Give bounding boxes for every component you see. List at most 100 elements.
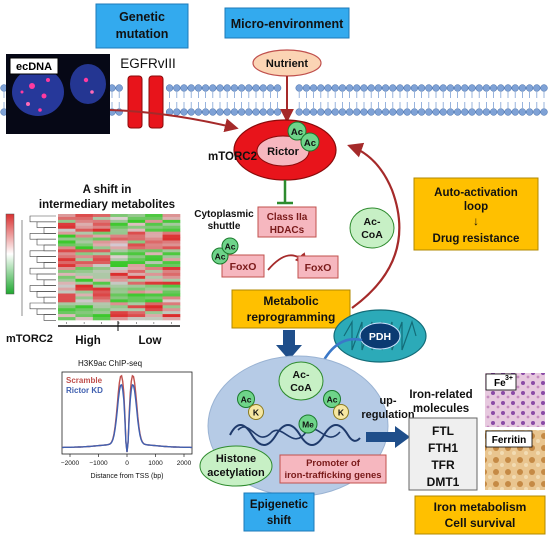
- svg-text:Nutrient: Nutrient: [266, 58, 309, 70]
- foxo-deacetylated: FoxO: [297, 255, 339, 279]
- heatmap-title-2: intermediary metabolites: [39, 199, 175, 211]
- chip-x-tick-label: −2000: [61, 460, 80, 467]
- pdh-mitochondrion: PDH: [333, 309, 427, 363]
- feedback-loop-arrow: [347, 142, 401, 309]
- upregulation-arrow: [366, 426, 410, 448]
- heatmap-grid: [58, 214, 181, 324]
- metabolic-reprogramming-box: Metabolic reprogramming: [231, 289, 351, 329]
- genetic-mutation-box: Genetic mutation: [95, 3, 189, 49]
- cell-membrane: [0, 84, 548, 116]
- svg-text:Ac: Ac: [304, 138, 316, 149]
- svg-text:Me: Me: [302, 420, 314, 430]
- chip-legend-scramble: Scramble: [66, 376, 103, 385]
- accoa-node-upper: Ac- CoA: [349, 207, 395, 249]
- svg-text:loop: loop: [464, 201, 488, 213]
- svg-text:ecDNA: ecDNA: [16, 61, 52, 73]
- class-iia-hdacs-box: Class IIa HDACs: [257, 206, 317, 238]
- svg-text:iron-trafficking genes: iron-trafficking genes: [284, 470, 381, 481]
- svg-text:Drug resistance: Drug resistance: [433, 233, 520, 245]
- svg-text:acetylation: acetylation: [207, 467, 265, 479]
- cytoplasmic-shuttle-label: Cytoplasmic: [194, 209, 254, 220]
- svg-text:CoA: CoA: [290, 382, 312, 394]
- svg-text:K: K: [338, 408, 345, 418]
- acetyl-lysine-left: Ac K: [237, 390, 264, 420]
- fe3-stain-image: Fe 3+: [485, 373, 545, 427]
- svg-text:EGFRvIII: EGFRvIII: [120, 56, 176, 71]
- svg-text:Genetic: Genetic: [119, 10, 165, 24]
- gene-dmt1: DMT1: [427, 475, 460, 489]
- svg-text:FoxO: FoxO: [230, 261, 257, 273]
- heatmap-mtorc2-label: mTORC2: [6, 333, 53, 345]
- svg-text:Fe: Fe: [494, 378, 506, 389]
- chip-xlabel: Distance from TSS (bp): [90, 473, 163, 480]
- svg-text:Ferritin: Ferritin: [492, 435, 526, 446]
- rictor-kd-curve: [62, 383, 192, 453]
- svg-text:Micro-environment: Micro-environment: [231, 17, 344, 31]
- iron-molecules-label: Iron-related: [409, 389, 472, 401]
- svg-text:Metabolic: Metabolic: [263, 294, 319, 308]
- iron-metabolism-box: Iron metabolism Cell survival: [414, 495, 546, 535]
- down-arrow: [276, 330, 302, 360]
- svg-text:Auto-activation: Auto-activation: [434, 187, 518, 199]
- gene-fth1: FTH1: [428, 441, 458, 455]
- inhibition-line: [277, 180, 293, 205]
- svg-text:Ac: Ac: [291, 127, 303, 138]
- cytoplasmic-shuttle-label-2: shuttle: [208, 221, 241, 232]
- svg-text:HDACs: HDACs: [270, 225, 305, 236]
- egfrviii-receptor: EGFRvIII: [120, 56, 176, 129]
- svg-text:Rictor: Rictor: [267, 146, 300, 158]
- heatmap-title: A shift in: [83, 184, 132, 196]
- svg-text:CoA: CoA: [361, 229, 383, 241]
- heatmap-low-label: Low: [139, 335, 162, 347]
- chip-legend-rictor-kd: Rictor KD: [66, 386, 103, 395]
- svg-text:mutation: mutation: [116, 27, 169, 41]
- iron-molecules-label-2: molecules: [413, 403, 469, 415]
- svg-text:Ac: Ac: [215, 252, 226, 262]
- chip-plot: Scramble Rictor KD −2000 −1000 0 1000 2000 D…: [61, 371, 193, 480]
- nutrient-node: Nutrient: [252, 49, 322, 77]
- svg-text:Ac: Ac: [327, 395, 338, 405]
- chip-title: H3K9ac ChIP-seq: [78, 359, 142, 368]
- svg-text:shift: shift: [267, 515, 291, 527]
- heatmap-high-label: High: [75, 335, 101, 347]
- svg-text:FoxO: FoxO: [305, 262, 332, 274]
- svg-text:Ac: Ac: [225, 242, 236, 252]
- svg-text:Ac-: Ac-: [293, 369, 310, 381]
- chip-x-tick-label: 2000: [177, 460, 192, 467]
- chromatin: [229, 424, 361, 446]
- micro-environment-box: Micro-environment: [224, 7, 350, 39]
- ecdna-image: ecDNA: [6, 54, 110, 134]
- iron-genes-box: FTL FTH1 TFR DMT1: [408, 417, 478, 491]
- svg-text:PDH: PDH: [369, 331, 391, 343]
- upregulation-label-2: regulation: [361, 409, 414, 421]
- accoa-node-lower: Ac- CoA: [278, 361, 324, 401]
- egfr-to-mtorc2-arrow: [109, 109, 239, 133]
- svg-text:Class IIa: Class IIa: [267, 212, 308, 223]
- ferritin-stain-image: Ferritin: [485, 430, 545, 490]
- gene-tfr: TFR: [431, 458, 455, 472]
- chip-x-tick-label: −1000: [89, 460, 108, 467]
- svg-text:Histone: Histone: [216, 453, 256, 465]
- chip-x-tick-label: 0: [125, 460, 129, 467]
- heatmap-colorbar: [5, 213, 15, 295]
- svg-text:Ac-: Ac-: [364, 216, 381, 228]
- acetyl-lysine-right: Ac K: [323, 390, 349, 420]
- foxo-acetylated: FoxO Ac Ac: [211, 237, 265, 278]
- svg-text:Iron metabolism: Iron metabolism: [434, 500, 527, 514]
- heatmap-group-bar: [58, 321, 180, 331]
- heatmap-dendrogram: [21, 215, 56, 321]
- auto-activation-box: Auto-activation loop ↓ Drug resistance: [413, 177, 539, 251]
- epigenetic-shift-box: Epigenetic shift: [243, 492, 315, 532]
- svg-text:Epigenetic: Epigenetic: [250, 499, 309, 511]
- svg-text:K: K: [253, 408, 260, 418]
- svg-text:Cell survival: Cell survival: [445, 516, 516, 530]
- gene-ftl: FTL: [432, 424, 454, 438]
- methyl-mark: Me: [298, 414, 318, 434]
- svg-text:reprogramming: reprogramming: [247, 310, 336, 324]
- chip-x-ticks: −2000 −1000 0 1000 2000: [61, 454, 192, 467]
- mtorc2-label: mTORC2: [208, 151, 257, 163]
- chip-x-tick-label: 1000: [148, 460, 163, 467]
- svg-text:Ac: Ac: [241, 395, 252, 405]
